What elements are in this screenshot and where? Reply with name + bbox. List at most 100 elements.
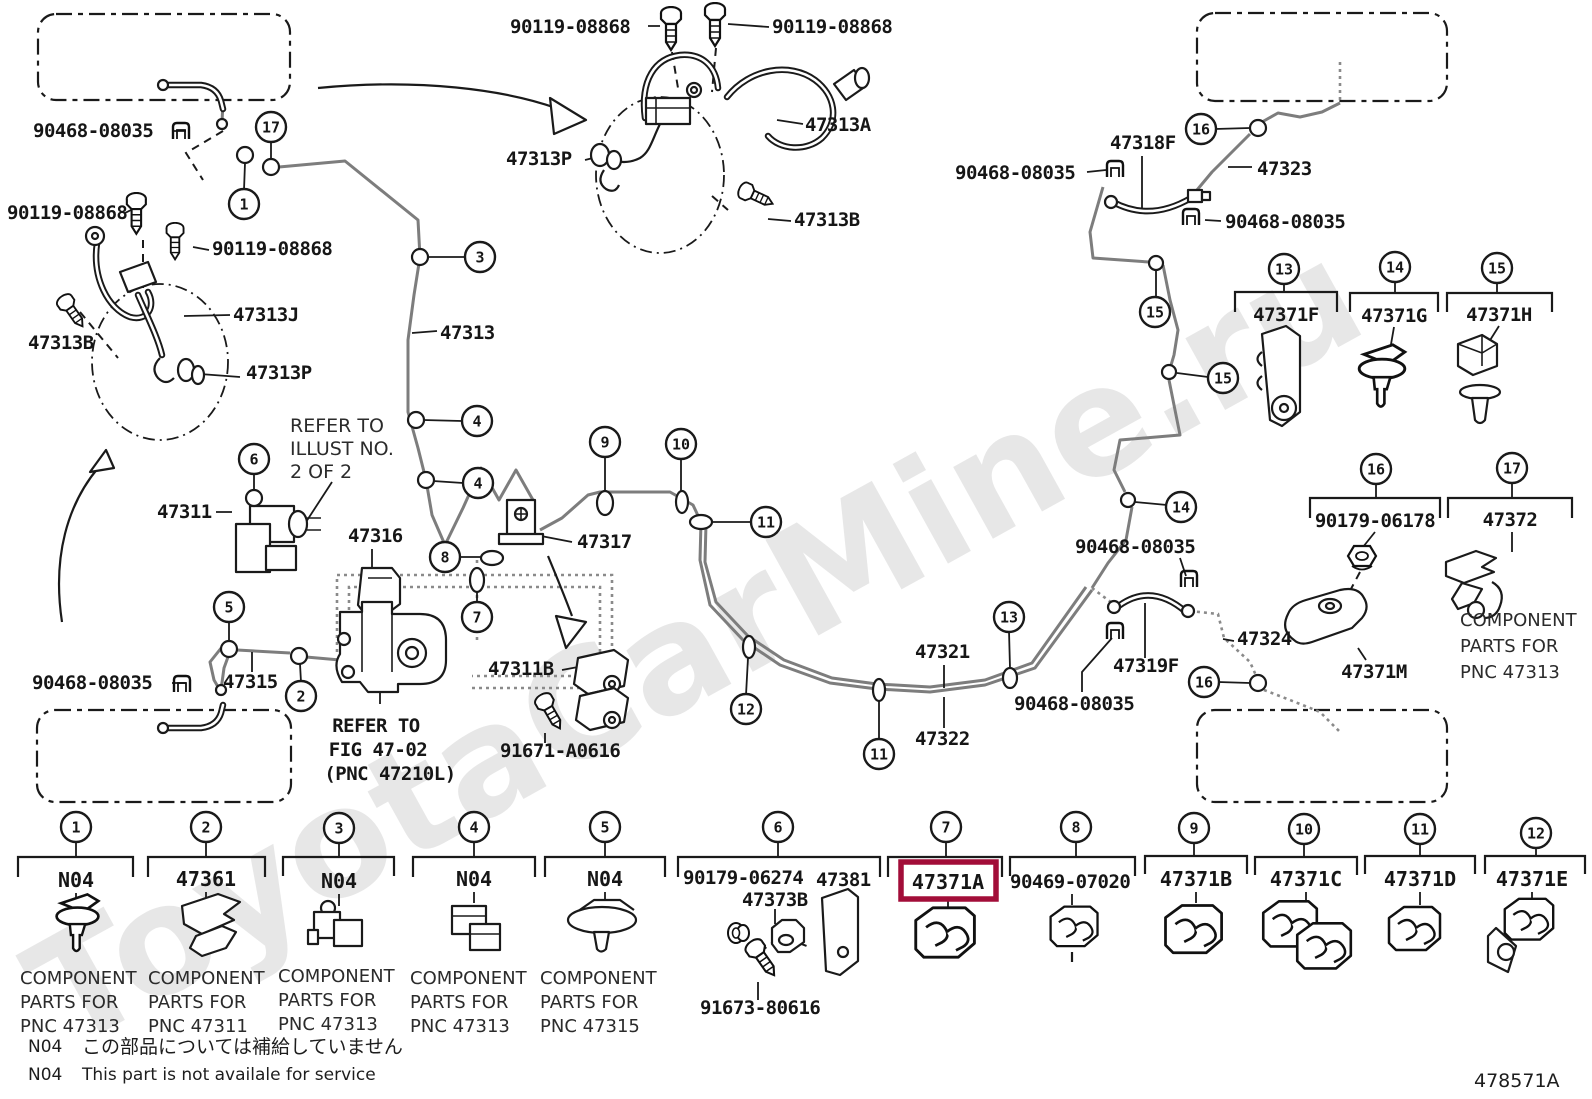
callout-8a: 8 (428, 540, 462, 574)
label-47313B-left: 47313B (28, 332, 94, 354)
label-47371G: 47371G (1361, 305, 1427, 327)
legend-callout-5: 5 (588, 810, 622, 844)
legend-row: 1 2 3 4 5 6 7 8 9 10 11 12 N04 47361 N04… (16, 810, 1587, 1037)
part-art-4 (450, 904, 502, 952)
legend-desc-1-3: PNC 47313 (20, 1016, 120, 1037)
clamp-90468-top-right-1 (1105, 159, 1125, 179)
svg-text:9: 9 (1189, 819, 1198, 837)
clamp-90468-top-right-2 (1181, 207, 1201, 227)
legend-bracket-11 (1363, 854, 1477, 874)
label-47316: 47316 (348, 525, 403, 547)
label-47372: 47372 (1483, 509, 1538, 531)
legend-bracket-8 (1008, 855, 1137, 876)
part-art-6 (727, 887, 860, 977)
bracket-17 (1446, 496, 1574, 518)
svg-text:17: 17 (262, 118, 280, 136)
svg-text:4: 4 (469, 818, 478, 836)
svg-text:5: 5 (600, 818, 609, 836)
callout-4a: 4 (460, 404, 494, 438)
label-90179-06178: 90179-06178 (1315, 510, 1435, 532)
legend-desc-5-3: PNC 47315 (540, 1016, 640, 1037)
label-47313P-tc: 47313P (506, 148, 572, 170)
svg-text:15: 15 (1488, 259, 1506, 277)
label-47319F: 47319F (1113, 655, 1179, 677)
legend-part-1: N04 (58, 868, 94, 892)
svg-text:13: 13 (1000, 608, 1018, 626)
label-47371H: 47371H (1466, 304, 1532, 326)
label-90119-08868-l2: 90119-08868 (212, 238, 332, 260)
svg-text:15: 15 (1214, 369, 1232, 387)
part-art-8 (1049, 905, 1099, 962)
clip-art-47371G (1357, 343, 1407, 409)
body-outline-top-left (36, 12, 292, 102)
body-outline-bottom-right (1195, 708, 1449, 804)
svg-text:5: 5 (224, 598, 233, 616)
bolt-47313B-left (53, 290, 91, 333)
svg-text:10: 10 (1295, 820, 1313, 838)
part-art-9 (1164, 904, 1223, 955)
label-91671-A0616: 91671-A0616 (500, 740, 620, 762)
svg-text:16: 16 (1192, 120, 1210, 138)
svg-text:11: 11 (870, 745, 888, 763)
callout-17b: 17 (1495, 451, 1529, 485)
legend-callout-11: 11 (1403, 812, 1437, 846)
label-90468-08035-bl: 90468-08035 (32, 672, 152, 694)
svg-text:3: 3 (475, 248, 484, 266)
svg-text:13: 13 (1275, 260, 1293, 278)
label-47322: 47322 (915, 728, 970, 750)
detail-ellipse-left (91, 283, 229, 441)
label-47313: 47313 (440, 322, 495, 344)
legend-part-6b: 47381 (816, 869, 871, 891)
label-47371F: 47371F (1253, 304, 1319, 326)
legend-bracket-4 (411, 855, 537, 877)
legend-desc-2-3: PNC 47311 (148, 1016, 248, 1037)
legend-part-9: 47371B (1160, 867, 1232, 891)
legend-desc-1-1: COMPONENT (20, 968, 138, 989)
legend-bracket-2 (146, 855, 267, 877)
svg-text:6: 6 (249, 450, 258, 468)
label-47311: 47311 (157, 501, 212, 523)
legend-desc-2-1: COMPONENT (148, 968, 266, 989)
legend-callout-9: 9 (1177, 811, 1211, 845)
legend-bracket-10 (1253, 855, 1359, 875)
label-47371M: 47371M (1341, 661, 1407, 683)
legend-bracket-1 (16, 855, 135, 877)
callout-3a: 3 (463, 240, 497, 274)
label-47323: 47323 (1257, 158, 1312, 180)
legend-desc-4-2: PARTS FOR (410, 992, 508, 1013)
legend-bracket-7 (886, 855, 1004, 877)
svg-text:14: 14 (1386, 258, 1404, 276)
callout-16b: 16 (1184, 112, 1218, 146)
component-right-1: COMPONENT (1460, 610, 1578, 631)
label-90468-08035-low: 90468-08035 (1014, 693, 1134, 715)
clamp-90468-lower (1105, 621, 1125, 641)
legend-callout-8: 8 (1059, 810, 1093, 844)
svg-text:16: 16 (1367, 460, 1385, 478)
refer-fig-3: (PNC 47210L) (324, 763, 455, 785)
bracket-14 (1348, 291, 1440, 312)
blocks-47311B (572, 648, 630, 732)
label-47313A: 47313A (805, 114, 872, 136)
clip-art-right-column (1256, 324, 1503, 645)
legend-desc-4-3: PNC 47313 (410, 1016, 510, 1037)
callout-14a: 14 (1378, 250, 1412, 284)
drawing-code: 478571A (1474, 1070, 1560, 1092)
part-art-10 (1261, 899, 1353, 970)
part-art-5 (566, 898, 638, 953)
legend-desc-3-3: PNC 47313 (278, 1014, 378, 1035)
label-90468-08035-mid: 90468-08035 (1075, 536, 1195, 558)
callout-circles: 17 1 3 4 4 6 9 10 11 8 7 5 2 12 11 13 16… (212, 110, 1529, 771)
label-47315: 47315 (223, 671, 278, 693)
abs-actuator-47311 (234, 498, 321, 574)
bolt-90119-top-right (703, 2, 727, 48)
pipe-junction-nodes (219, 118, 1268, 703)
component-right-2: PARTS FOR (1460, 636, 1558, 657)
legend-bracket-3 (281, 855, 396, 876)
legend-part-8: 90469-07020 (1010, 871, 1130, 893)
bolt-90119-top-left (659, 6, 683, 52)
connector-47317 (497, 498, 545, 546)
footer-note-code-1: N04 (28, 1037, 62, 1057)
svg-text:17: 17 (1503, 459, 1521, 477)
label-90468-08035-tr2: 90468-08035 (1225, 211, 1345, 233)
legend-callout-3: 3 (322, 811, 356, 845)
